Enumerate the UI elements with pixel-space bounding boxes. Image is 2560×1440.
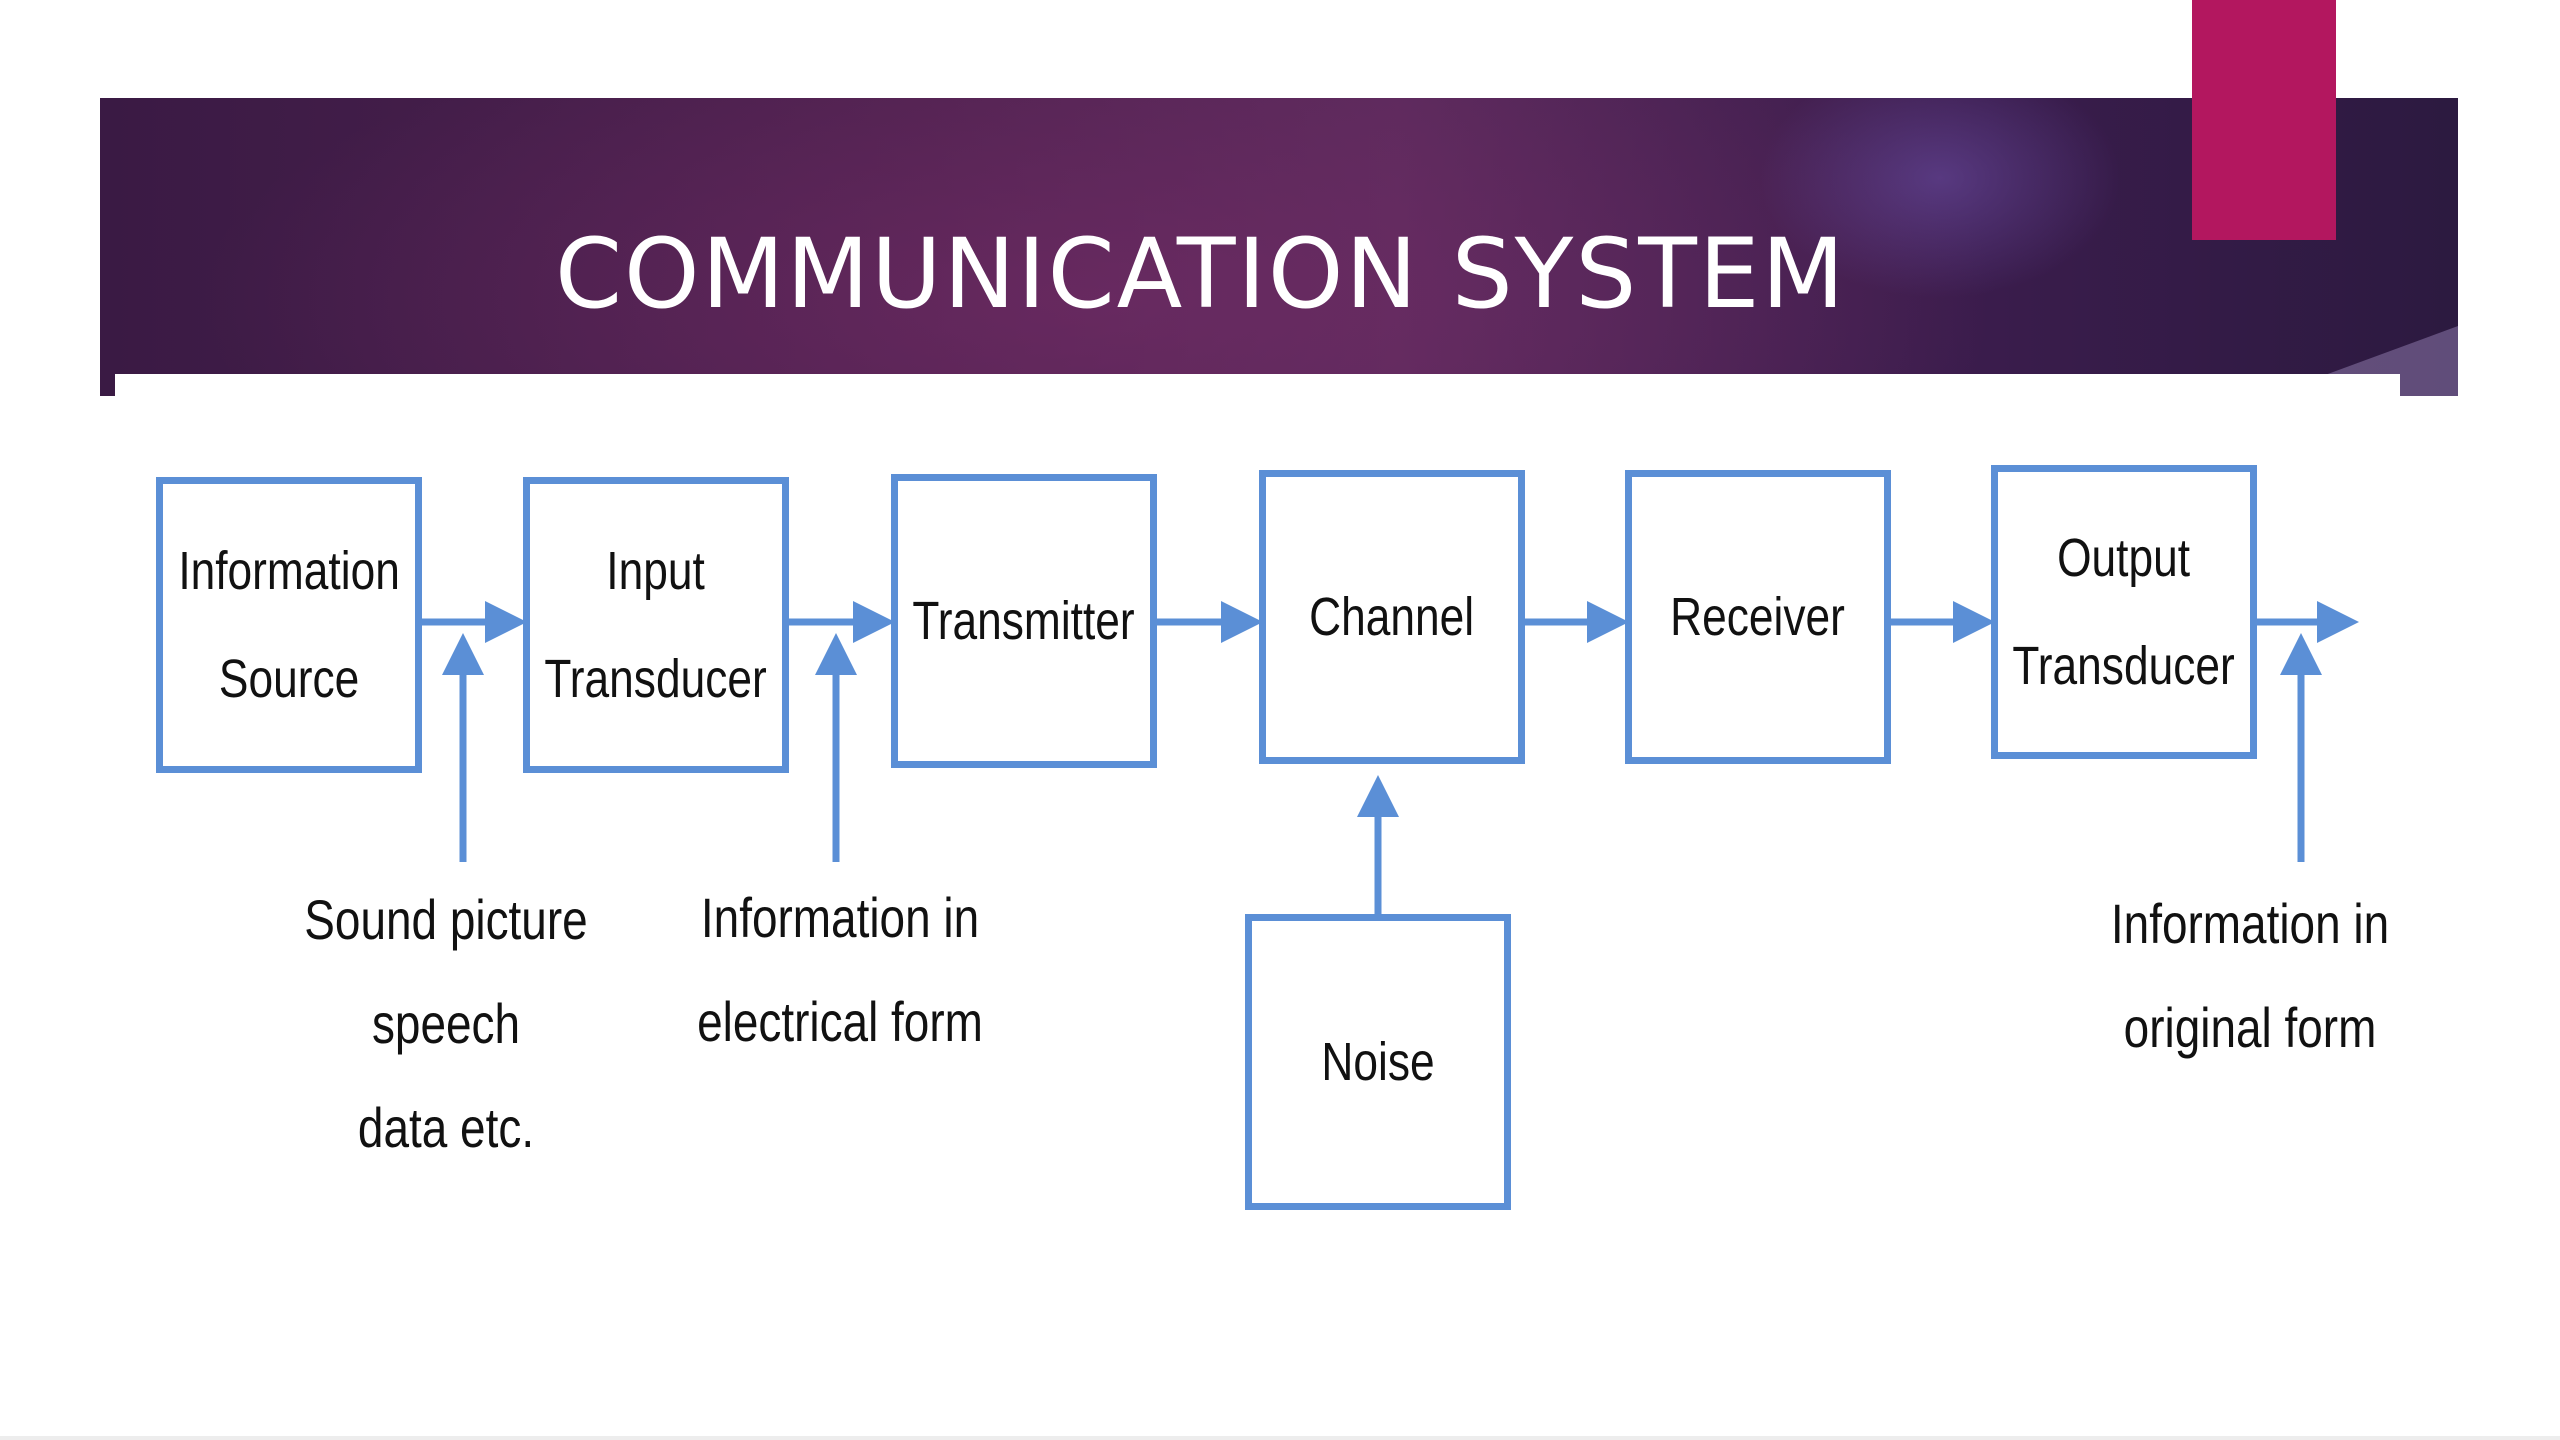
block-channel: Channel	[1259, 470, 1525, 764]
caption-electrical-form: Information in electrical form	[697, 886, 983, 1053]
title-bar	[100, 98, 2458, 396]
accent-tab	[2192, 0, 2336, 240]
block-output-transducer: Output Transducer	[1991, 465, 2257, 759]
bottom-strip	[0, 1436, 2560, 1440]
block-label: Input Transducer	[544, 541, 768, 709]
block-label: Transmitter	[912, 591, 1136, 651]
block-label: Information Source	[178, 541, 400, 709]
block-receiver: Receiver	[1625, 470, 1891, 764]
slide-title: COMMUNICATION SYSTEM	[555, 218, 1847, 330]
block-information-source: Information Source	[156, 477, 422, 773]
caption-sound-picture: Sound picture speech data etc.	[304, 888, 588, 1159]
block-label: Receiver	[1670, 587, 1846, 647]
block-label: Noise	[1321, 1032, 1435, 1092]
block-noise: Noise	[1245, 914, 1511, 1210]
block-label: Output Transducer	[2012, 528, 2236, 696]
block-label: Channel	[1309, 587, 1475, 647]
caption-original-form: Information in original form	[2110, 892, 2390, 1059]
block-transmitter: Transmitter	[891, 474, 1157, 768]
title-underline	[115, 374, 2400, 396]
block-input-transducer: Input Transducer	[523, 477, 789, 773]
